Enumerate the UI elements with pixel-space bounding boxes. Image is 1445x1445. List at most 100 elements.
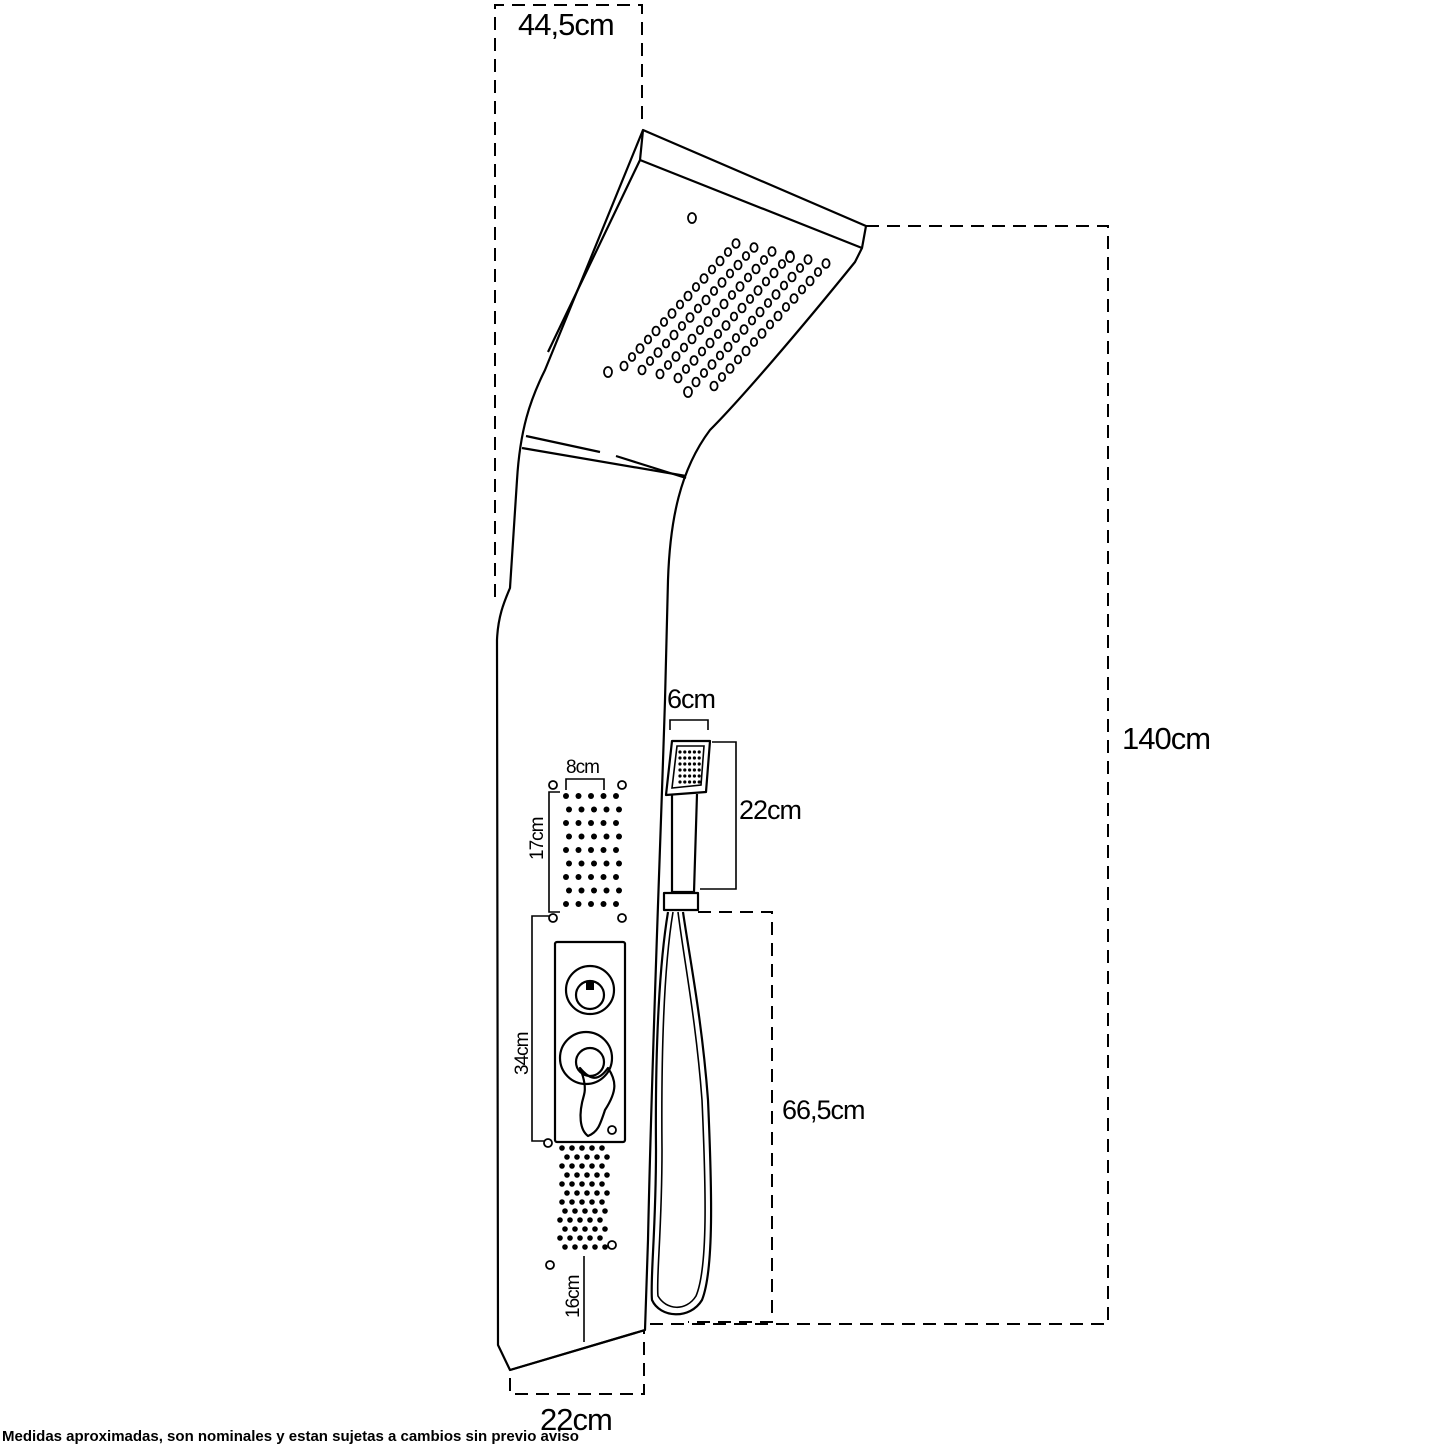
rain-nozzle bbox=[637, 364, 647, 376]
hand-shower-hole bbox=[688, 774, 692, 778]
body-jet-dot bbox=[566, 806, 572, 813]
body-jet-dot bbox=[572, 1208, 578, 1214]
rain-nozzle bbox=[699, 368, 709, 378]
rain-nozzle bbox=[763, 298, 773, 308]
rain-nozzle bbox=[661, 338, 671, 349]
hand-shower-hole bbox=[692, 768, 697, 772]
rain-nozzle bbox=[683, 290, 693, 302]
body-jet-dot bbox=[569, 1163, 575, 1169]
body-jet-dot bbox=[559, 1145, 565, 1151]
rain-nozzle bbox=[787, 271, 797, 283]
body-jet-dot bbox=[563, 847, 569, 853]
dim-top-width: 44,5cm bbox=[518, 7, 614, 42]
hand-shower[interactable] bbox=[662, 739, 712, 912]
rain-nozzle bbox=[675, 299, 685, 310]
rain-nozzle bbox=[731, 238, 741, 249]
body-jet-dot bbox=[597, 1217, 603, 1223]
rain-nozzle bbox=[729, 311, 739, 322]
rain-nozzle bbox=[643, 334, 653, 345]
body-jet-dot bbox=[613, 820, 619, 826]
diverter-lever[interactable] bbox=[558, 1030, 616, 1138]
rain-nozzle bbox=[693, 303, 703, 314]
body-jet-dot bbox=[559, 1163, 565, 1169]
body-jet-dot bbox=[616, 833, 622, 840]
body-jet-dot bbox=[588, 901, 594, 907]
rain-nozzle bbox=[635, 343, 645, 354]
rain-nozzle bbox=[773, 310, 783, 322]
hand-shower-hole bbox=[692, 780, 697, 784]
body-jet-dot bbox=[563, 874, 569, 880]
body-jet-dot bbox=[591, 887, 597, 894]
rain-nozzle bbox=[725, 268, 735, 279]
rain-nozzle bbox=[677, 321, 687, 331]
hand-shower-hole bbox=[683, 762, 687, 766]
rain-nozzle bbox=[707, 359, 717, 370]
rain-nozzle bbox=[721, 320, 731, 331]
body-jet-dot bbox=[613, 847, 619, 853]
rain-nozzle bbox=[781, 302, 791, 312]
body-jet-dot bbox=[578, 833, 585, 840]
rain-nozzle bbox=[697, 346, 707, 357]
body-jet-dot bbox=[564, 1172, 570, 1178]
hand-shower-hole bbox=[683, 756, 687, 760]
rain-nozzle bbox=[709, 286, 719, 296]
hand-shower-hole bbox=[678, 756, 682, 760]
body-jet-dot bbox=[574, 1172, 580, 1178]
rain-nozzle bbox=[739, 324, 749, 335]
hand-shower-hole bbox=[683, 780, 687, 784]
rain-nozzle bbox=[711, 307, 721, 318]
rain-nozzle bbox=[701, 294, 711, 306]
body-jet-dot bbox=[578, 860, 585, 867]
body-jet-dot bbox=[584, 1154, 590, 1160]
body-jet-dot bbox=[577, 1235, 583, 1241]
rain-nozzle bbox=[705, 337, 715, 349]
rain-nozzle bbox=[669, 329, 679, 341]
body-jet-dot bbox=[603, 806, 610, 813]
rain-nozzle bbox=[715, 255, 725, 267]
body-jet-dot bbox=[575, 874, 582, 880]
body-jet-dot bbox=[559, 1181, 565, 1187]
rain-nozzle bbox=[727, 290, 737, 300]
body-jet-dot bbox=[591, 806, 597, 813]
body-jet-dot bbox=[559, 1199, 565, 1205]
rain-nozzle bbox=[771, 289, 781, 300]
body-jet-dot bbox=[588, 874, 594, 880]
dim-handshower-length: 22cm bbox=[739, 795, 801, 825]
body-jet-dot bbox=[603, 833, 610, 840]
thermostat-knob[interactable] bbox=[553, 940, 627, 1144]
body-jet-dot bbox=[592, 1208, 598, 1214]
body-jet-dot bbox=[582, 1208, 588, 1214]
body-jet-dot bbox=[572, 1244, 578, 1250]
body-jet-dot bbox=[579, 1181, 585, 1187]
body-jet-dot bbox=[564, 1190, 570, 1196]
rain-nozzle bbox=[681, 364, 691, 374]
rain-nozzle bbox=[731, 333, 741, 343]
hand-shower-hole bbox=[697, 774, 701, 778]
rain-nozzle bbox=[717, 372, 727, 382]
dimension-lines bbox=[494, 4, 1109, 1395]
rain-nozzle bbox=[813, 267, 823, 277]
hand-shower-hole bbox=[697, 756, 701, 760]
body-jet-dot bbox=[588, 820, 594, 826]
rain-nozzle bbox=[749, 242, 759, 253]
dim-total-height: 140cm bbox=[1122, 721, 1210, 756]
body-jet-dot bbox=[564, 1154, 570, 1160]
body-jet-dot bbox=[613, 874, 619, 880]
body-jet-dot bbox=[604, 1190, 610, 1196]
body-jet-dot bbox=[562, 1226, 568, 1232]
hand-shower-hole bbox=[697, 768, 701, 772]
hand-shower-hole bbox=[678, 750, 682, 754]
rain-nozzle bbox=[667, 308, 677, 319]
body-jet-dot bbox=[602, 1244, 608, 1250]
body-jet-dot bbox=[592, 1226, 598, 1232]
hand-shower-hole bbox=[697, 762, 701, 766]
rain-nozzle bbox=[797, 284, 807, 295]
rain-nozzle bbox=[699, 273, 709, 284]
body-jet-dot bbox=[566, 833, 572, 840]
rain-nozzle bbox=[749, 337, 759, 347]
dim-base-width: 22cm bbox=[540, 1402, 612, 1437]
rain-nozzle bbox=[769, 267, 779, 279]
body-jet-dot bbox=[600, 793, 607, 799]
rain-nozzle bbox=[689, 355, 699, 366]
hand-shower-hole bbox=[678, 774, 682, 778]
